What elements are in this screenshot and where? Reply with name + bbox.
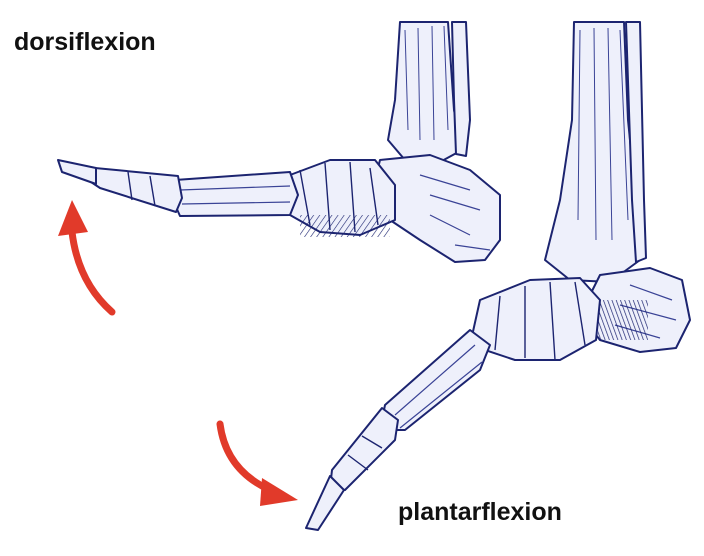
phalanges-upper <box>87 167 183 213</box>
curved-arrow-down-icon <box>216 420 298 506</box>
metatarsals-upper <box>171 171 299 217</box>
fibula-upper <box>451 21 471 157</box>
toe-tip-upper <box>57 159 97 185</box>
fibula-lower <box>625 21 647 263</box>
plantarflexion-foot <box>305 21 691 531</box>
phalanges-lower <box>329 407 399 491</box>
plantarflexion-label: plantarflexion <box>398 498 562 526</box>
tibia-upper <box>387 21 463 163</box>
toe-tip-lower <box>305 475 345 531</box>
dorsiflexion-foot <box>57 21 501 263</box>
curved-arrow-up-icon <box>58 200 116 316</box>
dorsiflexion-label: dorsiflexion <box>14 28 156 56</box>
tibia-lower <box>544 21 641 283</box>
